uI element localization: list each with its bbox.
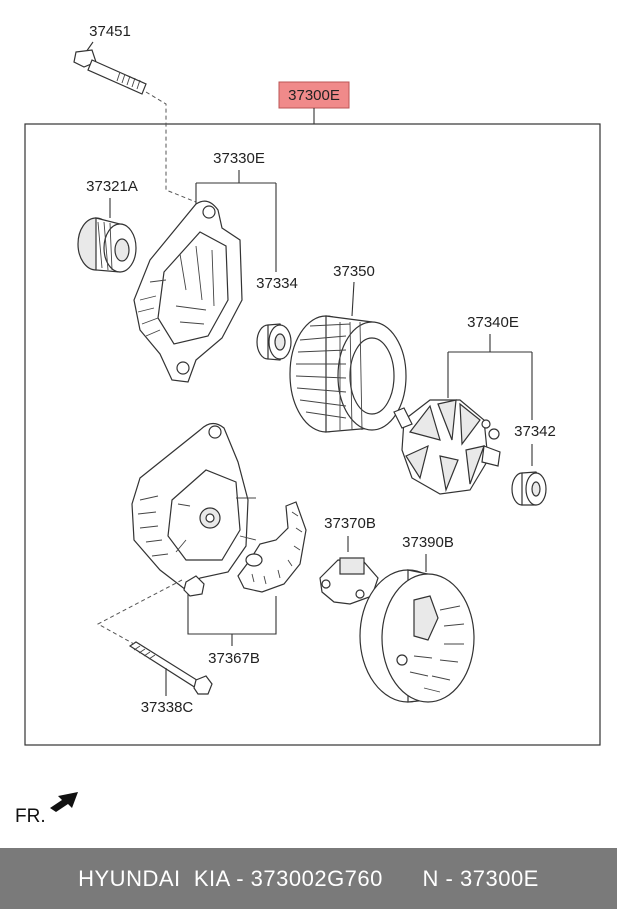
rotor-claw-5 <box>439 455 459 493</box>
footer-text: HYUNDAI KIA - 373002G760 N - 37300E <box>78 865 539 891</box>
rear-cover-terminal <box>413 595 439 641</box>
part-label-37334: 37334 <box>256 275 298 292</box>
rear-bearing-bore <box>531 481 541 497</box>
part-label-37321A: 37321A <box>86 178 138 195</box>
part-label-37451: 37451 <box>89 23 131 40</box>
front-bracket-ear-bottom <box>176 361 190 375</box>
rotor-claw-4 <box>405 444 429 480</box>
rotor-leader <box>447 334 533 420</box>
front-direction-label: FR. <box>15 806 46 827</box>
rear-bracket-vents <box>137 495 169 557</box>
front-bracket <box>133 200 243 383</box>
part-label-37350: 37350 <box>333 263 375 280</box>
part-stator[interactable]: 37350 <box>289 263 407 433</box>
main-part-label[interactable]: 37300E <box>278 81 350 109</box>
rotor-claw-6 <box>465 445 485 485</box>
part-bolt-top[interactable]: 37451 <box>73 23 147 95</box>
rear-bracket-studs <box>175 497 257 553</box>
part-label-37338C: 37338C <box>141 699 194 716</box>
assembly-frame <box>24 123 601 746</box>
part-label-37340E: 37340E <box>467 314 519 331</box>
rear-bracket-ear <box>208 425 222 439</box>
part-front-bearing[interactable]: 37334 <box>256 275 298 361</box>
front-bracket-ear-top <box>202 205 216 219</box>
part-label-37367B: 37367B <box>208 650 260 667</box>
bolt-top-thread <box>116 71 141 90</box>
front-bracket-vents <box>137 245 215 337</box>
bracket-leader <box>195 170 277 272</box>
part-front-bracket-assy[interactable]: 37330E <box>195 150 277 272</box>
part-rear-bearing[interactable]: 37342 <box>511 423 556 506</box>
rotor-claw-2 <box>437 399 457 441</box>
rotor-claw-1 <box>408 404 441 441</box>
part-brush-holder[interactable]: 37370B <box>319 515 379 605</box>
part-number-footer: HYUNDAI KIA - 373002G760 N - 37300E <box>0 848 617 909</box>
rotor-rear-shaft <box>481 445 501 467</box>
brush-holder-hole-2 <box>355 589 365 599</box>
part-label-37342: 37342 <box>514 423 556 440</box>
rectifier-plate <box>237 501 307 593</box>
through-bolt-shank <box>128 641 201 689</box>
rotor-claw-3 <box>459 402 481 446</box>
through-bolt-head <box>193 675 213 695</box>
part-rotor-assy[interactable]: 37340E <box>447 314 533 420</box>
through-bolt-thread <box>133 645 156 660</box>
part-label-37330E: 37330E <box>213 150 265 167</box>
part-through-bolt[interactable]: 37338C <box>128 641 213 716</box>
part-pulley[interactable]: 37321A <box>77 178 138 273</box>
rotor <box>393 399 501 495</box>
part-label-37390B: 37390B <box>402 534 454 551</box>
assembly-line-through-bolt <box>96 579 183 645</box>
front-bracket-face <box>157 231 229 345</box>
rear-bracket-nut <box>183 575 205 597</box>
stator-windings <box>295 321 363 431</box>
rear-cover-slots <box>409 605 465 693</box>
rectifier-leader <box>187 594 277 646</box>
front-bearing-bore <box>274 333 286 351</box>
rotor-slip-ring <box>488 428 500 440</box>
rotor-slip-ring-2 <box>481 419 491 429</box>
brush-holder-block <box>339 557 365 575</box>
assembly-line-top-bolt <box>145 91 197 203</box>
brush-holder-hole-1 <box>321 579 331 589</box>
exploded-parts-diagram: 37300E 37451 37330E 37321A 37334 <box>24 23 601 746</box>
rectifier-diodes <box>251 511 303 585</box>
rotor-front-shaft <box>393 407 413 429</box>
pulley-hub <box>114 238 130 262</box>
part-rear-cover[interactable]: 37390B <box>359 534 475 703</box>
part-rectifier[interactable]: 37367B <box>187 501 307 667</box>
bolt-top-shank <box>87 59 147 95</box>
rectifier-ring <box>245 553 263 567</box>
main-part-number: 37300E <box>288 87 340 104</box>
stator-bore <box>349 337 395 415</box>
front-direction-arrow-icon <box>50 792 78 812</box>
rear-bracket-nut-hex <box>183 575 205 597</box>
rear-bracket-hub-inner <box>205 513 215 523</box>
leader-37350 <box>351 281 355 317</box>
part-label-37370B: 37370B <box>324 515 376 532</box>
rear-bracket <box>131 422 257 591</box>
rear-cover-stud <box>396 654 408 666</box>
pulley-grooves <box>97 221 113 271</box>
